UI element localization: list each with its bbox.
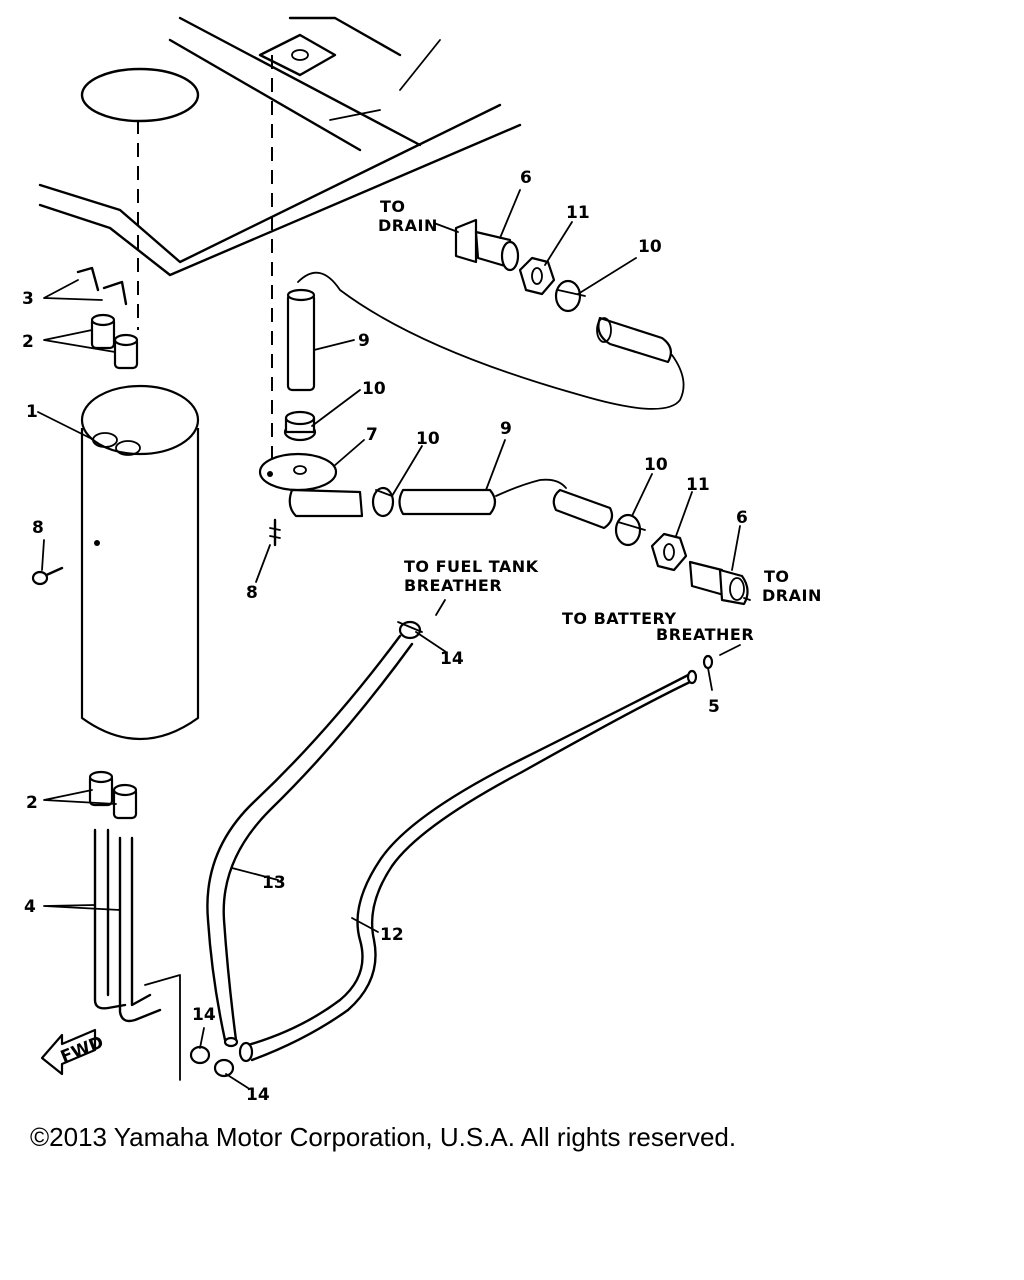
note-to-drain-top-line1: TO [380,197,406,216]
callout-8-left: 8 [32,518,44,538]
hose-link-middle [495,478,567,497]
clamp-14-bottom-left [189,1045,211,1065]
callout-14-top: 14 [440,649,464,669]
callout-10-upper: 10 [362,379,386,399]
hull-opening [80,67,200,123]
callout-10-middle: 10 [416,429,440,449]
callout-3: 3 [22,289,34,309]
annotation-notes: TO DRAIN TO DRAIN TO FUEL TANK BREATHER … [378,197,822,644]
callout-5: 5 [708,697,720,717]
hose-short-right [552,488,614,530]
callout-7: 7 [366,425,378,445]
fwd-arrow: FWD [40,1028,107,1076]
note-fuel-tank-line2: BREATHER [404,576,502,595]
callout-13: 13 [262,873,286,893]
drain-fitting-right [688,560,749,606]
clamp-10-right [614,513,646,547]
clamp-14-top [397,620,423,640]
clamp-10-middle [371,486,395,518]
callout-9-upper: 9 [358,331,370,351]
callout-6-right: 6 [736,508,748,528]
copyright-notice: ©2013 Yamaha Motor Corporation, U.S.A. A… [30,1122,737,1152]
callout-2-bottom: 2 [26,793,38,813]
callout-10-top: 10 [638,237,662,257]
grommet-pair-bottom [88,770,138,820]
separator-tank [80,384,200,741]
screw-center [269,518,281,547]
callout-11-right: 11 [686,475,710,495]
elbow-pipes [76,266,128,306]
grommet-pair-top [90,313,139,370]
note-to-drain-top-line2: DRAIN [378,216,438,235]
note-battery-line1: TO BATTERY [562,609,677,628]
hose-9-middle [398,488,497,516]
flange-elbow [258,452,364,518]
callout-8-center: 8 [246,583,258,603]
fitting-5 [702,654,714,670]
note-to-drain-right-line2: DRAIN [762,586,822,605]
note-battery-line2: BREATHER [656,625,754,644]
callout-10-right: 10 [644,455,668,475]
clamp-top [554,279,586,313]
callout-14-bottom-left: 14 [192,1005,216,1025]
callout-1: 1 [26,402,38,422]
note-fuel-tank-line1: TO FUEL TANK [404,557,539,576]
hull-deck-outline [38,16,522,277]
clamp-14-bottom-right [213,1058,235,1078]
hose-9-upper [286,288,316,392]
hose-short-top [596,316,673,364]
screw-left [31,566,64,586]
callout-12: 12 [380,925,404,945]
drain-fitting-top [454,218,520,272]
callout-4: 4 [24,897,36,917]
hose-12-long [238,669,698,1063]
callout-2-top: 2 [22,332,34,352]
note-to-drain-right-line1: TO [764,567,790,586]
callout-9-middle: 9 [500,419,512,439]
nut-top [518,256,556,296]
hose-13-long [206,634,414,1048]
hose-link-upper [297,271,685,410]
leader-lines [37,189,751,1089]
callout-11-top: 11 [566,203,590,223]
callout-14-bottom-right: 14 [246,1085,270,1105]
clamp-10-upper [283,410,317,442]
callout-labels: 3 2 1 8 2 4 6 11 10 9 10 7 10 9 10 11 6 … [22,168,748,1105]
callout-6-top: 6 [520,168,532,188]
nut-right [650,532,688,572]
drain-pipes [93,828,181,1081]
